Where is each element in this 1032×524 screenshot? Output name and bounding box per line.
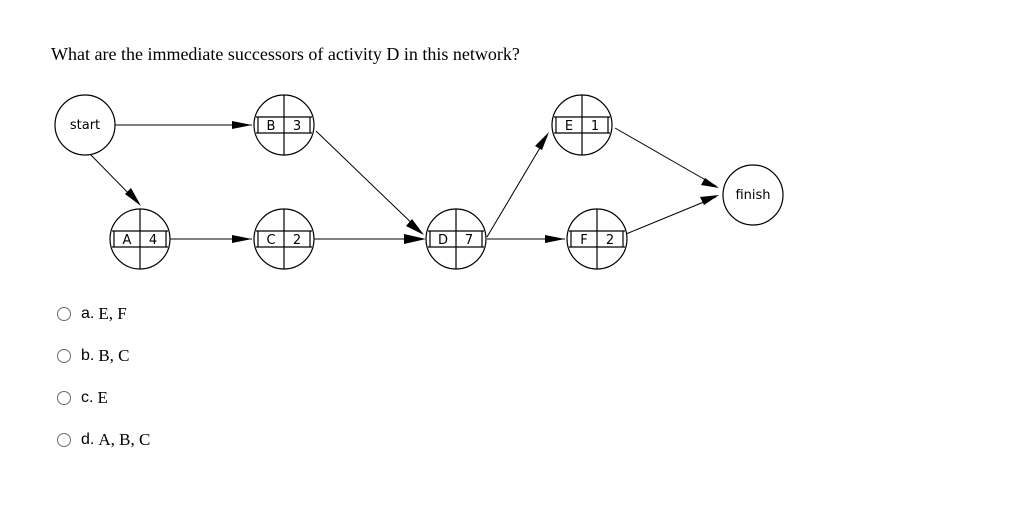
network-diagram: start finish B 3 A 4 C — [54, 94, 784, 270]
arrowhead-c-d — [404, 234, 426, 244]
activity-d-id: D — [438, 233, 448, 248]
activity-c-id: C — [266, 233, 275, 248]
edge-d-e — [486, 135, 548, 238]
question-text: What are the immediate successors of act… — [51, 44, 520, 64]
option-b[interactable]: b. B, C — [57, 345, 130, 367]
arrowhead-b-d — [406, 219, 424, 235]
option-d[interactable]: d. A, B, C — [57, 429, 150, 451]
option-text: E, F — [98, 304, 127, 323]
activity-a-duration: 4 — [149, 233, 157, 248]
radio-button[interactable] — [57, 349, 71, 363]
option-letter: d. — [81, 431, 95, 448]
activity-node-a: A 4 — [109, 208, 171, 270]
radio-button[interactable] — [57, 391, 71, 405]
activity-node-d: D 7 — [425, 208, 487, 270]
arrowhead-d-e — [535, 132, 549, 150]
option-letter: c. — [81, 389, 94, 406]
finish-label: finish — [735, 188, 770, 203]
activity-node-b: B 3 — [253, 94, 315, 156]
activity-node-c: C 2 — [253, 208, 315, 270]
start-label: start — [70, 118, 100, 133]
arrowhead-start-b — [232, 121, 252, 129]
activity-a-id: A — [123, 233, 132, 248]
arrowhead-e-finish — [701, 178, 719, 188]
activity-b-duration: 3 — [293, 119, 301, 134]
activity-c-duration: 2 — [293, 233, 301, 248]
activity-d-duration: 7 — [465, 233, 473, 248]
start-node: start — [54, 94, 116, 156]
arrowhead-f-finish — [700, 195, 719, 205]
option-letter: b. — [81, 347, 95, 364]
option-letter: a. — [81, 305, 95, 322]
activity-node-e: E 1 — [551, 94, 613, 156]
activity-e-id: E — [565, 119, 573, 134]
arrowhead-d-f — [545, 235, 565, 243]
arrowhead-a-c — [232, 235, 252, 243]
activity-e-duration: 1 — [591, 119, 599, 134]
option-text: B, C — [98, 346, 130, 365]
edge-f-finish — [625, 196, 717, 235]
option-text: E — [97, 388, 108, 407]
option-text: A, B, C — [98, 430, 151, 449]
option-a[interactable]: a. E, F — [57, 303, 127, 325]
option-c[interactable]: c. E — [57, 387, 108, 409]
radio-button[interactable] — [57, 433, 71, 447]
activity-f-id: F — [580, 233, 587, 248]
radio-button[interactable] — [57, 307, 71, 321]
edge-e-finish — [614, 127, 717, 187]
arrowhead-start-a — [125, 188, 141, 206]
activity-b-id: B — [267, 119, 276, 134]
activity-f-duration: 2 — [606, 233, 614, 248]
edge-b-d — [315, 130, 423, 234]
activity-node-f: F 2 — [566, 208, 628, 270]
finish-node: finish — [722, 164, 784, 226]
